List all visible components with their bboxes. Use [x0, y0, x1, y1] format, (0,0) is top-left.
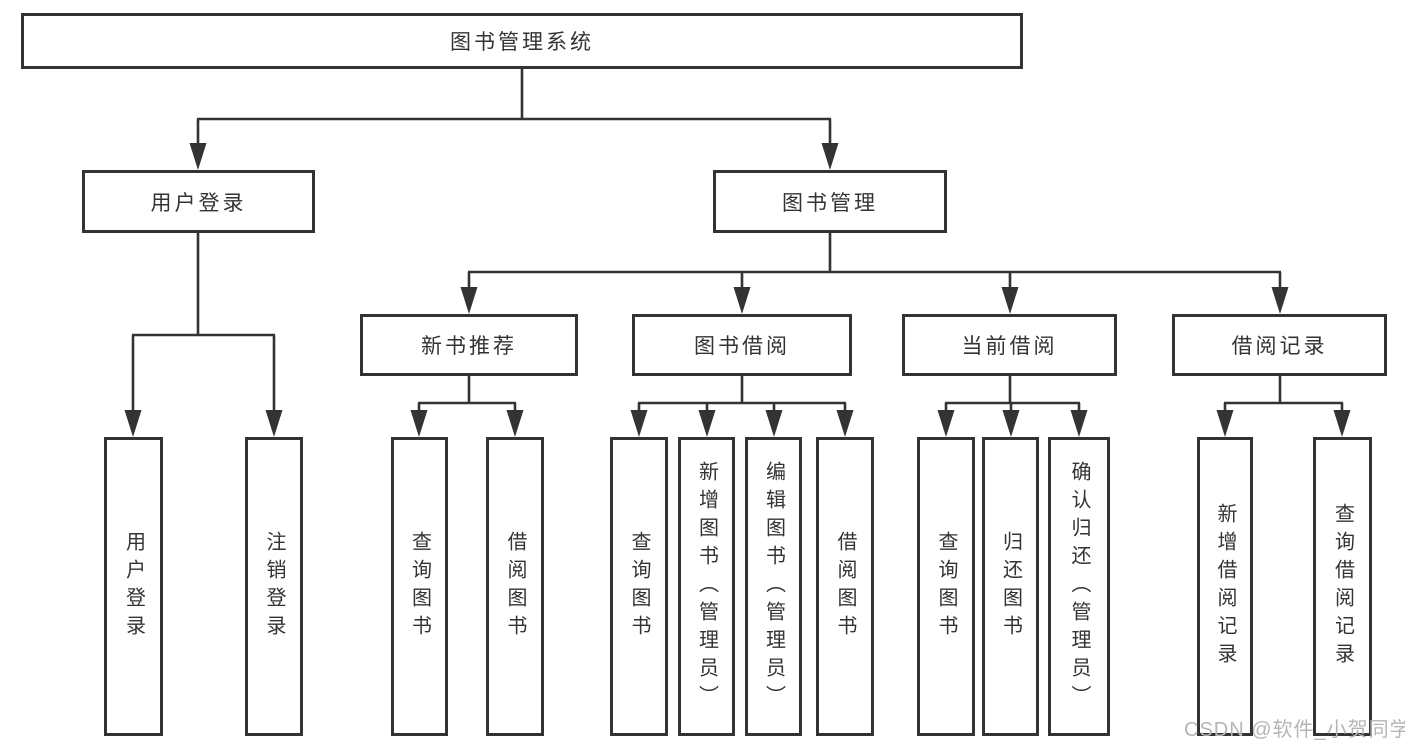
leaf-label-add-borrow-record: 新增借阅记录	[1214, 502, 1236, 671]
arrowhead-icon	[189, 143, 207, 170]
arrowhead-icon	[765, 410, 783, 437]
arrowhead-icon	[937, 410, 955, 437]
leaf-borrowing-borrow-books: 借阅图书	[816, 437, 874, 736]
leaf-label-recommend-borrow-books: 借阅图书	[504, 530, 526, 643]
leaf-recommend-borrow-books: 借阅图书	[486, 437, 544, 736]
node-label-root: 图书管理系统	[450, 31, 594, 54]
leaf-borrowing-query-books: 查询图书	[610, 437, 668, 736]
leaf-label-borrowing-borrow-books: 借阅图书	[834, 530, 856, 643]
leaf-label-add-books-admin: 新增图书（管理员）	[695, 460, 718, 713]
watermark: CSDN @软件_小贺同学	[1184, 719, 1405, 741]
connector-borrowing-records	[1223, 376, 1344, 414]
leaf-user-login: 用户登录	[104, 437, 163, 736]
leaf-label-edit-books-admin: 编辑图书（管理员）	[762, 460, 785, 713]
node-label-new-book-recommend: 新书推荐	[421, 335, 517, 358]
arrowhead-icon	[1002, 410, 1020, 437]
arrowhead-icon	[410, 410, 428, 437]
leaf-label-user-login: 用户登录	[122, 530, 145, 643]
connector-new-book-recommend	[417, 376, 517, 414]
arrowhead-icon	[1001, 287, 1019, 314]
connector-root	[196, 69, 832, 148]
node-library-management-system: 图书管理系统	[21, 13, 1023, 69]
node-user-login: 用户登录	[82, 170, 315, 233]
leaf-label-current-query-books: 查询图书	[935, 530, 957, 643]
arrowhead-icon	[460, 287, 478, 314]
arrowhead-icon	[265, 410, 283, 437]
leaf-label-confirm-return-admin: 确认归还（管理员）	[1068, 460, 1090, 713]
leaf-label-borrowing-query-books: 查询图书	[628, 530, 650, 643]
arrowhead-icon	[698, 410, 716, 437]
leaf-confirm-return-admin: 确认归还（管理员）	[1048, 437, 1110, 736]
leaf-label-recommend-query-books: 查询图书	[408, 530, 431, 643]
node-current-borrowing: 当前借阅	[902, 314, 1117, 376]
arrowhead-icon	[506, 410, 524, 437]
arrowhead-icon	[821, 143, 839, 170]
node-new-book-recommend: 新书推荐	[360, 314, 578, 376]
leaf-label-logout: 注销登录	[263, 530, 285, 643]
node-book-management: 图书管理	[713, 170, 947, 233]
leaf-edit-books-admin: 编辑图书（管理员）	[745, 437, 802, 736]
arrowhead-icon	[836, 410, 854, 437]
leaf-add-books-admin: 新增图书（管理员）	[678, 437, 735, 736]
leaf-add-borrow-record: 新增借阅记录	[1197, 437, 1253, 736]
arrowhead-icon	[1070, 410, 1088, 437]
connector-book-management	[467, 233, 1282, 292]
leaf-return-books: 归还图书	[982, 437, 1039, 736]
arrowhead-icon	[1216, 410, 1234, 437]
leaf-recommend-query-books: 查询图书	[391, 437, 448, 736]
connector-current-borrowing	[944, 376, 1081, 414]
node-label-book-borrowing: 图书借阅	[694, 335, 790, 358]
node-label-book-management: 图书管理	[782, 191, 878, 215]
arrowhead-icon	[733, 287, 751, 314]
leaf-query-borrow-record: 查询借阅记录	[1313, 437, 1372, 736]
connector-book-borrowing	[637, 376, 847, 414]
node-borrowing-records: 借阅记录	[1172, 314, 1387, 376]
arrowhead-icon	[1333, 410, 1351, 437]
leaf-label-return-books: 归还图书	[999, 530, 1022, 643]
node-book-borrowing: 图书借阅	[632, 314, 852, 376]
arrowhead-icon	[1271, 287, 1289, 314]
arrowhead-icon	[124, 410, 142, 437]
node-label-current-borrowing: 当前借阅	[961, 335, 1058, 358]
node-label-borrowing-records: 借阅记录	[1231, 335, 1328, 358]
arrowhead-icon	[630, 410, 648, 437]
leaf-current-query-books: 查询图书	[917, 437, 975, 736]
leaf-label-query-borrow-record: 查询借阅记录	[1331, 502, 1354, 671]
connector-user-login	[131, 233, 276, 414]
node-label-user-login: 用户登录	[150, 191, 247, 215]
leaf-logout: 注销登录	[245, 437, 303, 736]
